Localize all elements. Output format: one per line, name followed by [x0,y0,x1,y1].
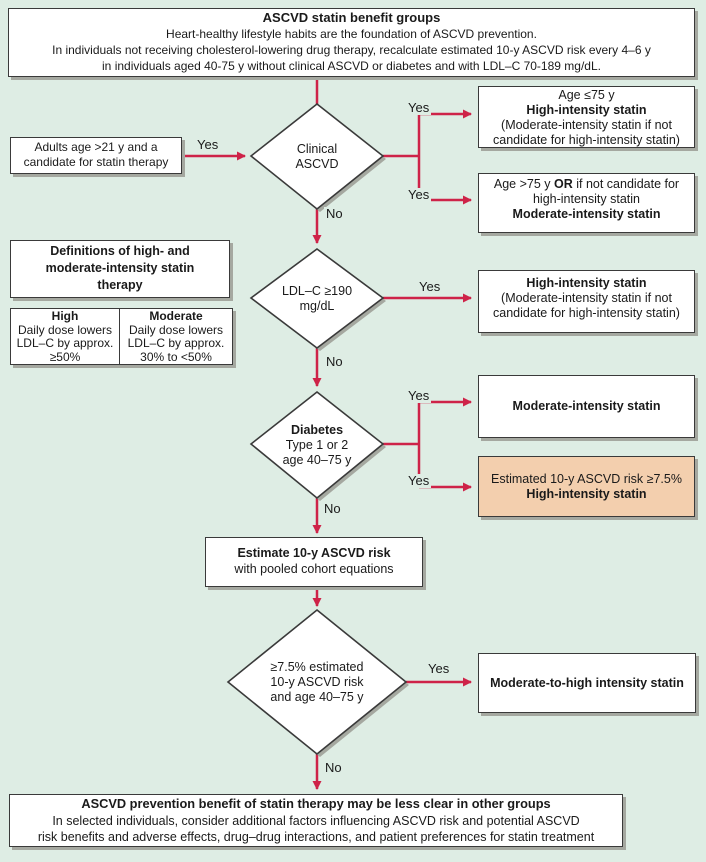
outcome-line: (Moderate-intensity statin if not [501,118,672,132]
table-cell-line: 30% to <50% [140,349,212,364]
header-line: in individuals aged 40-75 y without clin… [102,59,601,73]
outcome-line: Age ≤75 y [558,88,615,102]
estimate-line: with pooled cohort equations [234,562,394,576]
entry-line: candidate for statin therapy [23,155,169,169]
outcome-box-age-gt75: Age >75 y OR if not candidate for high-i… [478,173,695,233]
no-label-ldl: No [324,354,345,369]
no-label-diabetes: No [322,501,343,516]
table-cell-line: LDL–C by approx. [16,336,114,350]
outcome-line: high-intensity statin [532,192,640,206]
diamond-shapes [226,102,409,757]
outcome-text: if not candidate for [572,177,680,191]
outcome-line: Moderate-to-high intensity statin [490,675,684,690]
outcome-line: Moderate-intensity statin [512,399,661,413]
estimate-risk-box: Estimate 10-y ASCVD risk with pooled coh… [205,537,423,587]
outcome-box-moderate-to-high: Moderate-to-high intensity statin [478,653,696,713]
header-line: In individuals not receiving cholesterol… [52,43,651,57]
outcome-line: High-intensity statin [526,276,647,290]
outcome-text: Age >75 y [493,177,555,191]
table-cell-line: LDL–C by approx. [127,336,225,350]
outcome-line: Moderate-intensity statin [512,207,661,221]
entry-line: Adults age >21 y and a [34,140,158,154]
outcome-text-bold: OR [554,177,573,191]
outcome-box-diabetes-high-risk: Estimated 10-y ASCVD risk ≥7.5% High-int… [478,456,695,517]
table-cell-line: Daily dose lowers [128,322,224,337]
diamond-ldl-shape [249,248,385,350]
entry-criteria-box: Adults age >21 y and a candidate for sta… [10,137,182,174]
outcome-line: candidate for high-intensity statin) [493,133,680,147]
yes-label-clinical-top: Yes [406,100,432,115]
diamond-diabetes-shape [249,390,385,500]
table-cell-line: ≥50% [49,349,81,364]
no-label-risk: No [323,760,344,775]
footer-box: ASCVD prevention benefit of statin thera… [9,794,623,847]
outcome-line: Age >75 y OR if not candidate for [479,177,694,192]
outcome-line: candidate for high-intensity statin) [493,306,680,320]
outcome-line: High-intensity statin [526,486,647,501]
footer-line: In selected individuals, consider additi… [52,813,580,828]
definitions-table-moderate-cell: Moderate Daily dose lowers LDL–C by appr… [120,309,232,364]
yes-label-entry: Yes [195,137,221,152]
estimate-line: Estimate 10-y ASCVD risk [237,546,391,560]
header-box: ASCVD statin benefit groups Heart-health… [8,8,695,77]
column-header-moderate: Moderate [149,309,203,323]
yes-label-ldl: Yes [417,279,443,294]
yes-label-diabetes-top: Yes [406,388,432,403]
definitions-title-line: moderate-intensity statin [45,261,195,275]
table-cell-line: Daily dose lowers [17,322,113,337]
footer-line: ASCVD prevention benefit of statin thera… [81,796,551,811]
definitions-title-box: Definitions of high- and moderate-intens… [10,240,230,298]
footer-line: risk benefits and adverse effects, drug–… [37,830,595,844]
outcome-box-age-le75: Age ≤75 y High-intensity statin (Moderat… [478,86,695,148]
definitions-title-line: therapy [97,278,143,292]
header-title: ASCVD statin benefit groups [262,10,441,25]
outcome-line: High-intensity statin [526,103,647,117]
yes-label-diabetes-bottom: Yes [406,473,432,488]
header-line: Heart-healthy lifestyle habits are the f… [166,27,537,41]
outcome-box-diabetes-moderate: Moderate-intensity statin [478,375,695,438]
outcome-line: (Moderate-intensity statin if not [501,291,672,305]
outcome-line: Estimated 10-y ASCVD risk ≥7.5% [491,471,682,486]
definitions-table: High Daily dose lowers LDL–C by approx. … [10,308,233,365]
yes-label-clinical-bottom: Yes [406,187,432,202]
yes-label-risk: Yes [426,661,452,676]
diamond-risk-shape [226,608,408,756]
no-label-clinical: No [324,206,345,221]
outcome-box-ldl-high-intensity: High-intensity statin (Moderate-intensit… [478,270,695,333]
definitions-title-line: Definitions of high- and [50,244,190,258]
diamond-clinical-shape [249,102,385,211]
definitions-table-high-cell: High Daily dose lowers LDL–C by approx. … [11,309,120,364]
column-header-high: High [51,309,79,323]
